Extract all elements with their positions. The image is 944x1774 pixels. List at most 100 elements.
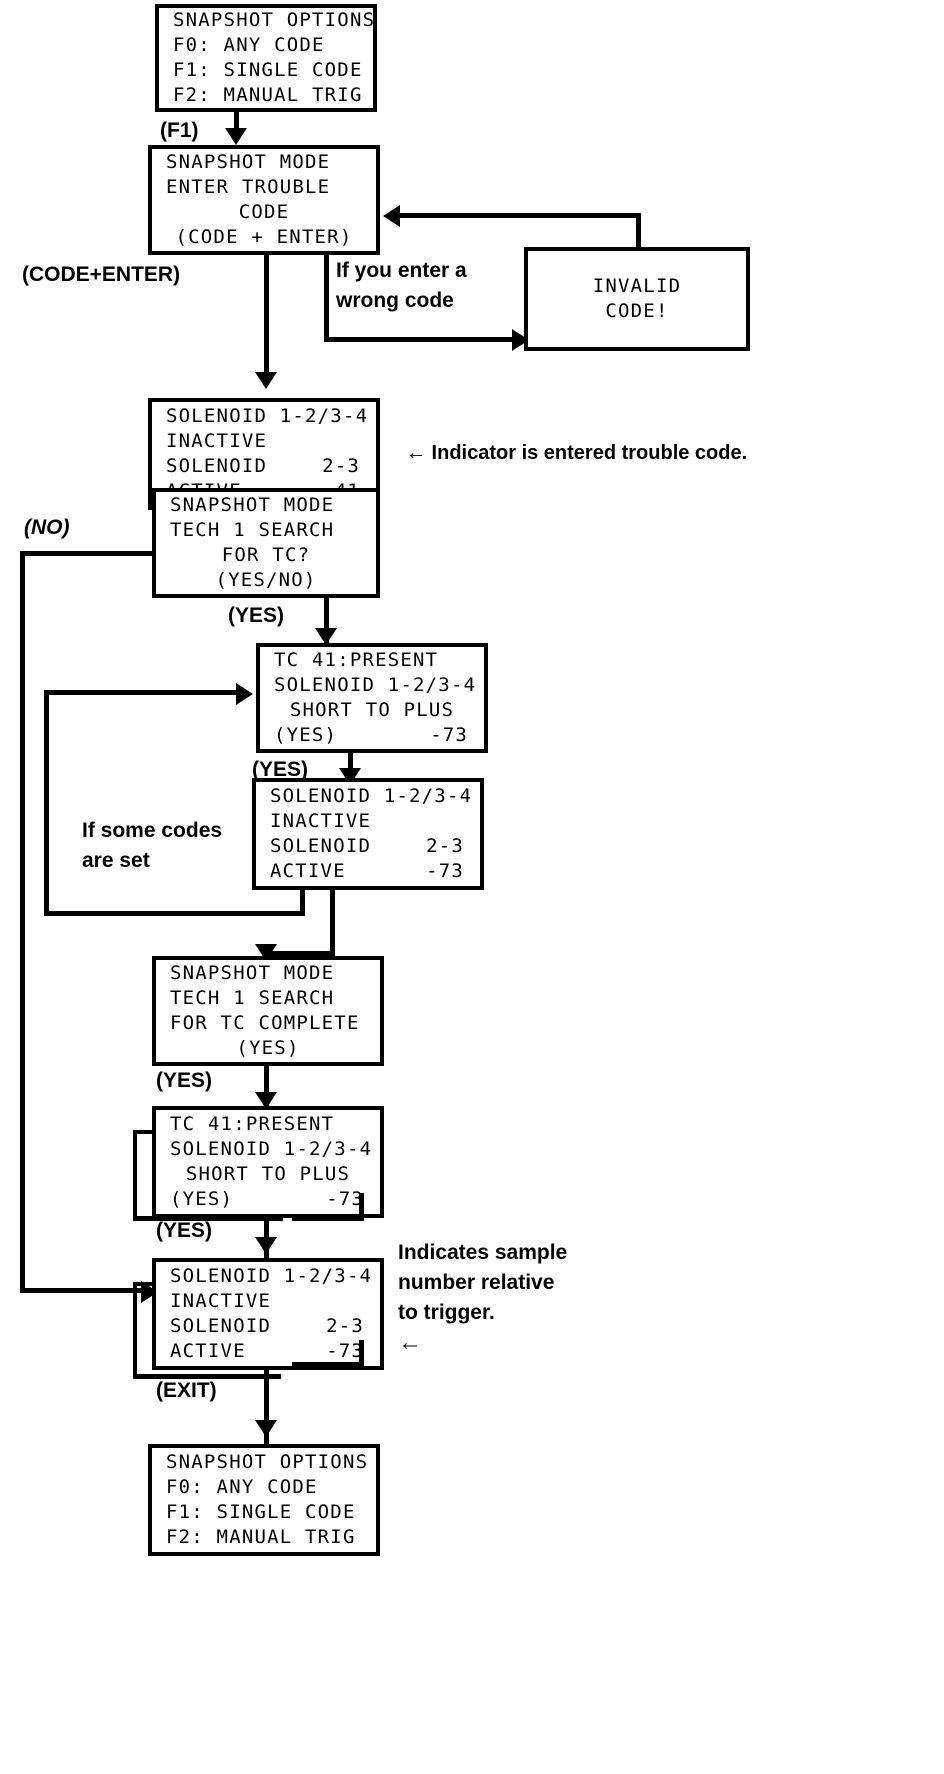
screen-solenoid-status-41: SOLENOID 1-2/3-4 INACTIVE SOLENOID 2-3 A… — [148, 398, 380, 510]
lcd-line: SHORT TO PLUS — [185, 1163, 351, 1185]
connector-solenoid-lower-loop-left — [133, 1282, 137, 1378]
label-f1: (F1) — [160, 119, 199, 142]
label-sample-note-arrow: ← — [398, 1329, 422, 1356]
lcd-line: SOLENOID 1-2/3-4 — [166, 405, 369, 427]
lcd-line: TC 41:PRESENT — [274, 649, 439, 671]
label-yes-1: (YES) — [228, 604, 285, 627]
arrowhead-right — [236, 683, 253, 705]
lcd-line: TECH 1 SEARCH — [170, 519, 335, 541]
lcd-line: (CODE + ENTER) — [175, 226, 353, 248]
lcd-text: ACTIVE — [270, 860, 346, 882]
arrowhead-down — [255, 1420, 277, 1437]
lcd-line: F0: ANY CODE — [166, 1476, 318, 1498]
connector-no-left — [20, 551, 154, 556]
connector-tc41-lower-loop-bottom — [133, 1216, 283, 1221]
lcd-value: 2-3 — [322, 455, 360, 477]
connector-somecodes-left — [44, 690, 49, 916]
lcd-text: (YES) — [170, 1188, 234, 1210]
lcd-line: SOLENOID 2-3 — [156, 1314, 380, 1339]
lcd-line: CODE! — [605, 300, 669, 322]
connector-tc41-lower-loop-left — [133, 1130, 137, 1220]
screen-invalid-code: INVALID CODE! — [524, 247, 750, 351]
screen-snapshot-options-top: SNAPSHOT OPTIONS F0: ANY CODE F1: SINGLE… — [155, 4, 377, 112]
lcd-line: ENTER TROUBLE — [166, 176, 331, 198]
lcd-line: SNAPSHOT OPTIONS — [173, 9, 376, 31]
label-exit: (EXIT) — [156, 1379, 217, 1402]
lcd-line: TC 41:PRESENT — [170, 1113, 335, 1135]
lcd-line: FOR TC? — [221, 544, 311, 566]
lcd-line: SNAPSHOT OPTIONS — [166, 1451, 369, 1473]
connector-search-yes-down — [324, 598, 329, 646]
screen-solenoid-status-73-lower: SOLENOID 1-2/3-4 INACTIVE SOLENOID 2-3 A… — [152, 1258, 384, 1370]
lcd-line: SOLENOID 2-3 — [152, 454, 376, 479]
lcd-text: (YES) — [274, 724, 338, 746]
connector-wrong-code-down — [324, 255, 329, 342]
lcd-line: ACTIVE -73 — [156, 1339, 380, 1364]
connector-invalid-return-up — [636, 213, 641, 251]
lcd-text: SOLENOID — [170, 1315, 272, 1337]
label-code-enter: (CODE+ENTER) — [22, 263, 181, 286]
lcd-text: ACTIVE — [170, 1340, 246, 1362]
arrowhead-down — [315, 628, 337, 645]
lcd-line: (YES) -73 — [156, 1187, 380, 1212]
connector-solenoid-lower-loop-top — [133, 1282, 155, 1286]
connector-wrong-code-right — [324, 337, 519, 342]
lcd-line: SNAPSHOT MODE — [170, 962, 335, 984]
lcd-value: -73 — [326, 1340, 364, 1362]
connector-complete-yes-down — [264, 1066, 269, 1110]
label-no: (NO) — [24, 516, 70, 539]
lcd-value: -73 — [426, 860, 464, 882]
label-wrong-code-line2: wrong code — [336, 289, 454, 312]
lcd-text: SOLENOID — [166, 455, 268, 477]
lcd-line: CODE — [238, 201, 290, 223]
lcd-line: INACTIVE — [170, 1290, 272, 1312]
connector-tc41-lower-loop-top — [133, 1130, 155, 1134]
lcd-value: -73 — [326, 1188, 364, 1210]
connector-exit-down — [264, 1370, 269, 1444]
connector-somecodes-riser — [300, 890, 305, 916]
screen-snapshot-options-bottom: SNAPSHOT OPTIONS F0: ANY CODE F1: SINGLE… — [148, 1444, 380, 1556]
lcd-line: SOLENOID 1-2/3-4 — [274, 674, 477, 696]
lcd-line: F2: MANUAL TRIG — [173, 84, 363, 106]
lcd-line: (YES/NO) — [215, 569, 317, 591]
connector-to-search-complete — [330, 890, 335, 956]
lcd-line: SHORT TO PLUS — [289, 699, 455, 721]
lcd-line: SOLENOID 1-2/3-4 — [270, 785, 473, 807]
label-wrong-code-line1: If you enter a — [336, 259, 467, 282]
label-sample-note-line3: to trigger. — [398, 1301, 495, 1324]
screen-tech1-search-for-tc: SNAPSHOT MODE TECH 1 SEARCH FOR TC? (YES… — [152, 488, 380, 598]
lcd-line: TECH 1 SEARCH — [170, 987, 335, 1009]
connector-solenoid-lower-loop-bottom — [133, 1374, 281, 1379]
label-some-codes-line2: are set — [82, 849, 150, 872]
screen-tech1-search-complete: SNAPSHOT MODE TECH 1 SEARCH FOR TC COMPL… — [152, 956, 384, 1066]
arrowhead-left — [383, 205, 400, 227]
arrowhead-down — [255, 1237, 277, 1254]
connector-exit-stub-horizontal — [292, 1362, 364, 1367]
lcd-line: SOLENOID 1-2/3-4 — [170, 1265, 373, 1287]
lcd-line: (YES) -73 — [260, 723, 484, 748]
connector-somecodes-top — [44, 690, 240, 695]
lcd-line: F0: ANY CODE — [173, 34, 325, 56]
lcd-value: 2-3 — [326, 1315, 364, 1337]
lcd-line: SNAPSHOT MODE — [166, 151, 331, 173]
lcd-line: F1: SINGLE CODE — [173, 59, 363, 81]
screen-tc41-present-lower: TC 41:PRESENT SOLENOID 1-2/3-4 SHORT TO … — [152, 1106, 384, 1218]
lcd-line: (YES) — [236, 1037, 300, 1059]
connector-no-down — [20, 551, 25, 1292]
connector-somecodes-bottom — [44, 911, 302, 916]
lcd-line: SOLENOID 2-3 — [256, 834, 480, 859]
connector-to-search-complete-left — [264, 951, 334, 956]
lcd-line: F1: SINGLE CODE — [166, 1501, 356, 1523]
connector-options-to-enter-code — [234, 112, 239, 138]
lcd-value: -73 — [430, 724, 468, 746]
label-indicator-note: ← Indicator is entered trouble code. — [406, 442, 748, 464]
arrowhead-down — [255, 372, 277, 389]
label-sample-note-line1: Indicates sample — [398, 1241, 568, 1264]
screen-solenoid-status-73-upper: SOLENOID 1-2/3-4 INACTIVE SOLENOID 2-3 A… — [252, 778, 484, 890]
connector-enter-code-to-solenoid — [264, 255, 269, 380]
lcd-line: SNAPSHOT MODE — [170, 494, 335, 516]
lcd-line: INACTIVE — [270, 810, 372, 832]
lcd-value: 2-3 — [426, 835, 464, 857]
connector-stub-vertical — [359, 1193, 364, 1220]
